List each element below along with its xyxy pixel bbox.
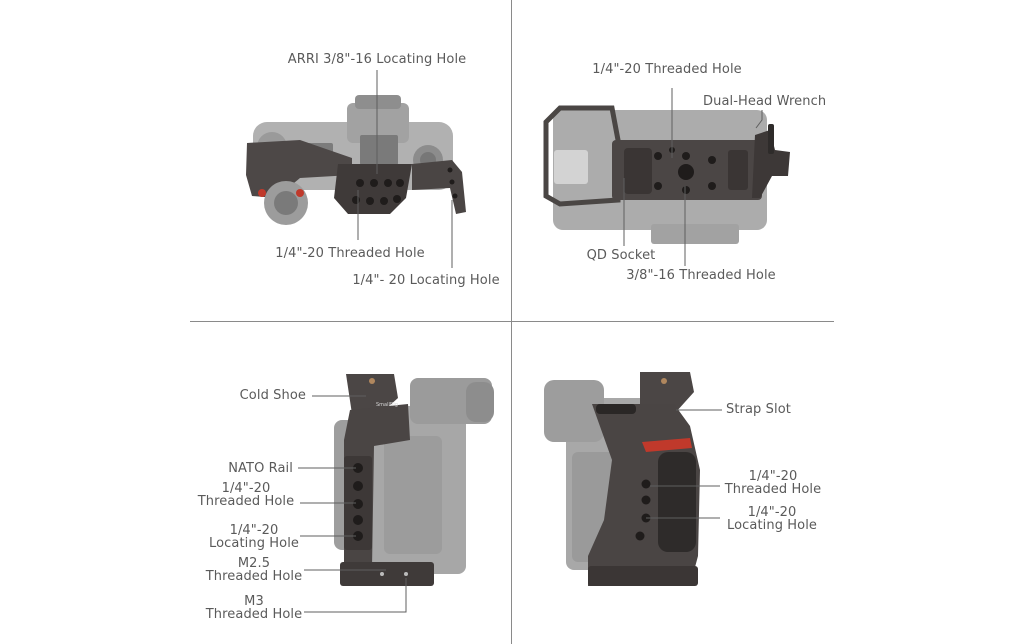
eyecup	[355, 95, 401, 109]
top-view-camera-cage	[246, 95, 466, 225]
label-locating-hole-bl: 1/4"-20 Locating Hole	[206, 524, 302, 550]
leader-lines	[298, 70, 763, 613]
label-locating-hole-bl-line1: 1/4"-20	[229, 523, 279, 538]
label-threaded-hole-bl-line1: 1/4"-20	[221, 481, 271, 496]
label-locating-hole-tl: 1/4"- 20 Locating Hole	[352, 273, 500, 288]
label-m25-threaded-hole: M2.5 Threaded Hole	[204, 557, 304, 583]
label-threaded-hole-38: 3/8"-16 Threaded Hole	[626, 268, 776, 283]
label-threaded-hole-br: 1/4"-20 Threaded Hole	[722, 470, 824, 496]
label-arri-locating-hole: ARRI 3/8"-16 Locating Hole	[287, 52, 467, 67]
cage-handle-top	[640, 372, 694, 412]
label-threaded-hole-tl: 1/4"-20 Threaded Hole	[275, 246, 425, 261]
eyecup-side	[466, 382, 494, 422]
cage-left-arm	[246, 140, 352, 198]
label-dual-head-wrench: Dual-Head Wrench	[703, 94, 827, 109]
label-m3-line2: Threaded Hole	[205, 607, 303, 622]
red-accent-strip	[642, 438, 692, 452]
label-threaded-hole-tr: 1/4"-20 Threaded Hole	[592, 62, 742, 77]
hot-shoe	[360, 135, 398, 165]
label-m3-line1: M3	[244, 594, 264, 609]
viewfinder-hump	[347, 103, 409, 143]
strap-slot	[596, 404, 636, 414]
engraving-logo: SmallRig	[376, 402, 398, 408]
label-m3-threaded-hole: M3 Threaded Hole	[204, 595, 304, 621]
cage-right-arm	[412, 160, 466, 214]
dual-head-wrench	[768, 124, 774, 154]
label-locating-hole-br-line2: Locating Hole	[726, 518, 818, 533]
label-threaded-hole-br-line1: 1/4"-20	[748, 469, 798, 484]
label-strap-slot: Strap Slot	[726, 402, 791, 417]
label-m25-line2: Threaded Hole	[205, 569, 303, 584]
label-threaded-hole-bl-line2: Threaded Hole	[197, 494, 295, 509]
label-locating-hole-br-line1: 1/4"-20	[747, 505, 797, 520]
label-threaded-hole-br-line2: Threaded Hole	[724, 482, 822, 497]
label-threaded-hole-bl: 1/4"-20 Threaded Hole	[196, 482, 296, 508]
evf-right	[544, 380, 604, 442]
vertical-divider	[511, 0, 512, 644]
label-locating-hole-br: 1/4"-20 Locating Hole	[722, 506, 822, 532]
cage-side-bracket	[752, 130, 790, 198]
right-side-view-camera-cage	[544, 372, 700, 586]
camera-grip-bottom	[651, 224, 739, 244]
label-cold-shoe: Cold Shoe	[239, 388, 306, 403]
bottom-view-camera-cage	[543, 105, 790, 244]
label-nato-rail: NATO Rail	[228, 461, 293, 476]
rubber-grip	[658, 452, 696, 552]
cold-shoe-top	[346, 374, 398, 414]
cage-base-side	[340, 562, 434, 586]
left-side-view-camera-cage	[334, 374, 494, 586]
label-m25-line1: M2.5	[237, 556, 271, 571]
cage-top-plate	[334, 164, 412, 214]
horizontal-divider	[190, 321, 834, 322]
label-qd-socket: QD Socket	[586, 248, 656, 263]
label-locating-hole-bl-line2: Locating Hole	[208, 536, 300, 551]
